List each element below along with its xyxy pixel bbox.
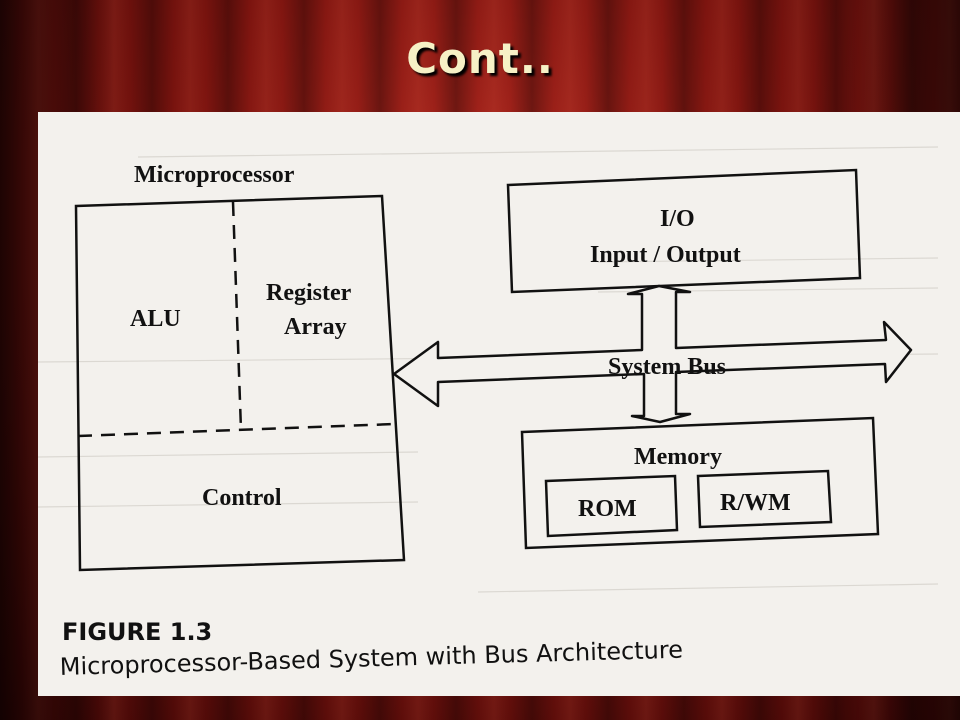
alu-label: ALU: [130, 306, 181, 332]
slide-title: Cont..: [406, 34, 554, 83]
bus-architecture-diagram: Microprocessor ALU Register Array Contro…: [38, 146, 939, 681]
io-label-line1: I/O: [660, 206, 695, 232]
microprocessor-box: [74, 194, 406, 572]
rom-box: [544, 474, 679, 538]
system-bus-arrow: [392, 284, 913, 424]
rwm-label: R/WM: [720, 490, 791, 516]
register-label-line2: Array: [284, 314, 347, 340]
rwm-box: [696, 469, 833, 529]
register-label-line1: Register: [266, 280, 352, 306]
system-bus-label: System Bus: [608, 354, 726, 380]
control-label: Control: [202, 485, 282, 511]
alu-register-divider: [231, 201, 243, 431]
rom-label: ROM: [578, 496, 637, 522]
control-divider: [77, 422, 396, 438]
memory-box: [520, 416, 880, 550]
io-box: [506, 168, 862, 294]
memory-label: Memory: [634, 444, 722, 470]
scanned-figure: Microprocessor ALU Register Array Contro…: [38, 112, 960, 696]
microprocessor-label: Microprocessor: [134, 162, 295, 188]
figure-number: FIGURE 1.3: [62, 618, 212, 646]
io-label-line2: Input / Output: [590, 242, 741, 268]
